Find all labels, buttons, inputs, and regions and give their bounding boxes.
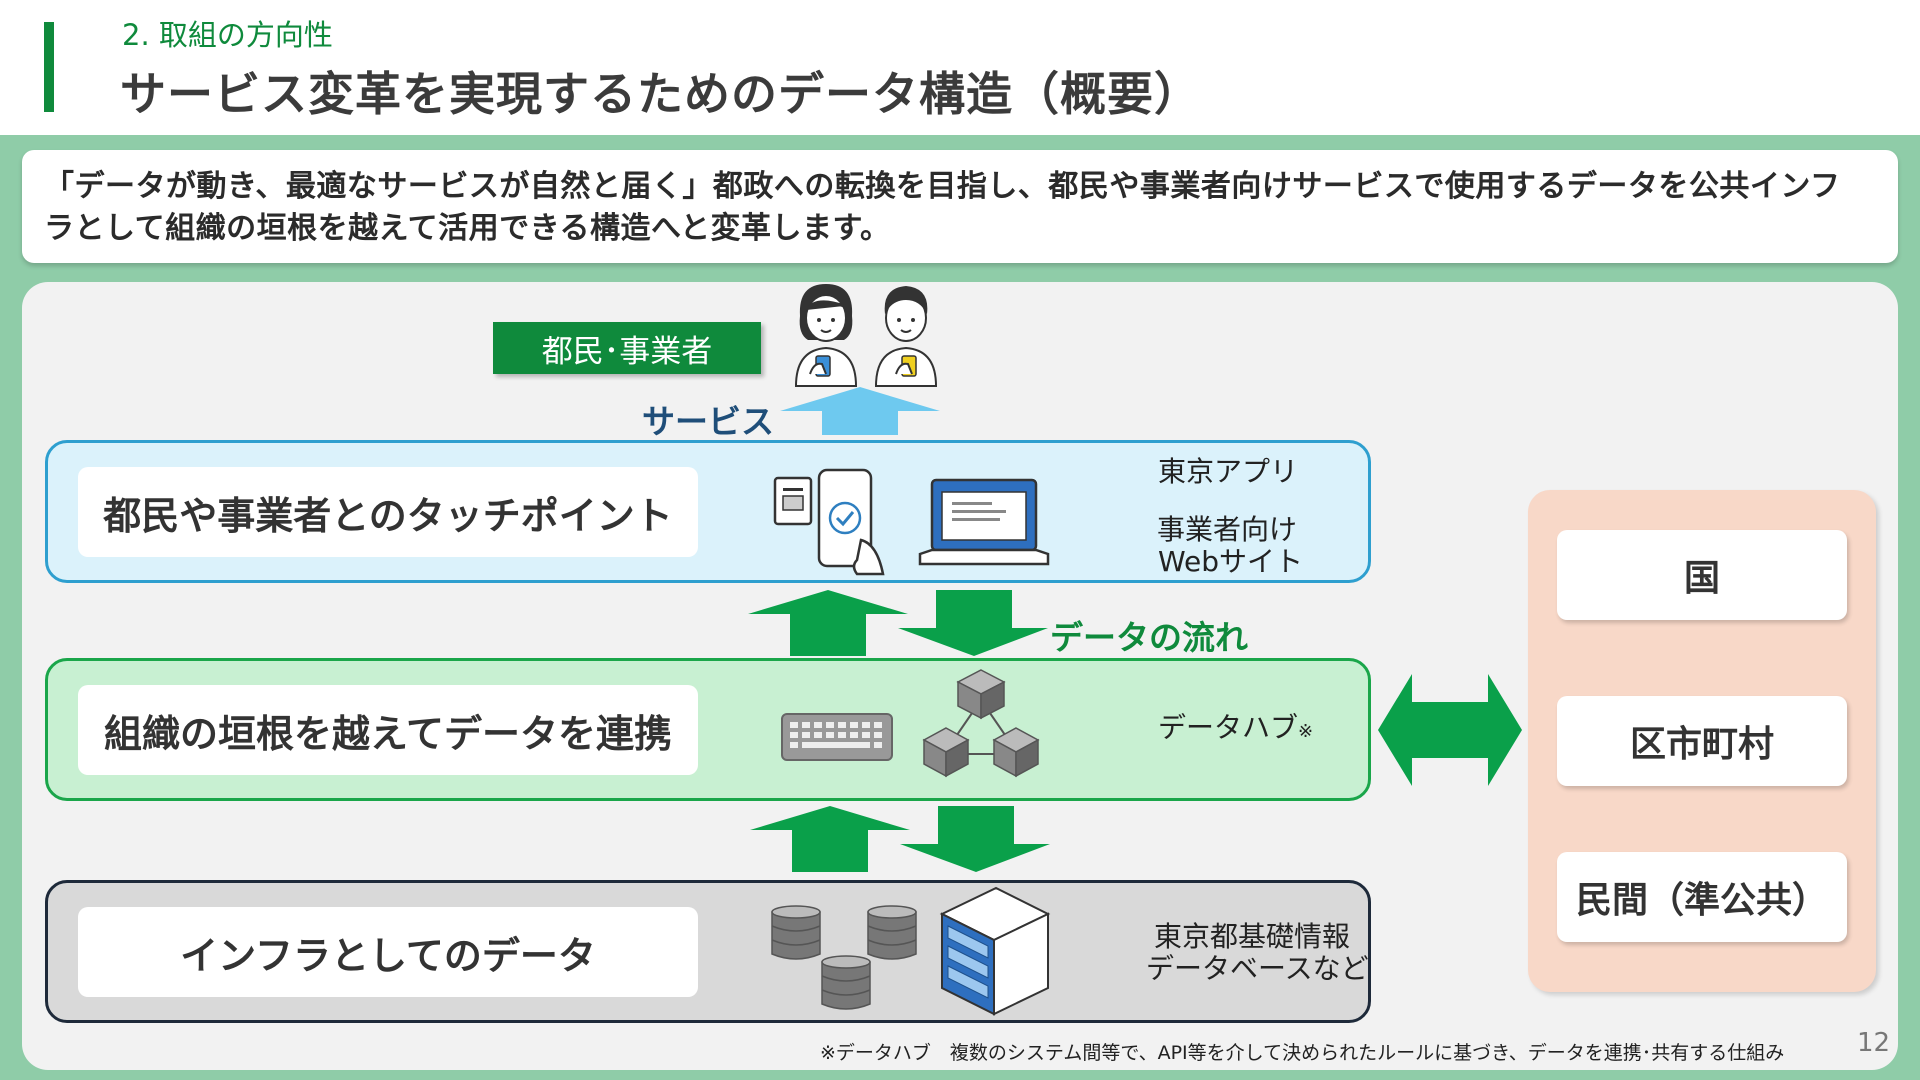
- data-hub-text-main: データハブ: [1158, 711, 1299, 744]
- keyboard-icon: [781, 713, 893, 761]
- layer-infrastructure: インフラとしてのデータ: [45, 880, 1371, 1023]
- touchpoint-text-web: Webサイト: [1158, 545, 1304, 578]
- server-icon: [939, 886, 1051, 1016]
- touchpoint-text-app: 東京アプリ: [1158, 455, 1299, 488]
- user-man-icon: [874, 286, 938, 387]
- layer-infrastructure-label: インフラとしてのデータ: [78, 907, 698, 997]
- infrastructure-text-basic-info: 東京都基礎情報: [1154, 920, 1351, 953]
- partner-municipalities: 区市町村: [1557, 696, 1847, 786]
- footnote: ※データハブ 複数のシステム間等で、API等を介して決められたルールに基づき、デ…: [820, 1042, 1785, 1064]
- data-flow-arrows-upper: [748, 590, 1048, 656]
- data-hub-cubes-icon: [922, 669, 1040, 778]
- service-arrow-up: [780, 387, 940, 435]
- infrastructure-text-database: データベースなど: [1146, 952, 1369, 985]
- partner-national: 国: [1557, 530, 1847, 620]
- data-hub-text: データハブ※: [1158, 712, 1313, 748]
- title-accent-bar: [44, 22, 54, 112]
- layer-touchpoint: 都民や事業者とのタッチポイント: [45, 440, 1371, 583]
- page-number: 12: [1857, 1028, 1891, 1058]
- user-woman-icon: [794, 284, 858, 387]
- intro-line-1: 「データが動き、最適なサービスが自然と届く」都政への転換を目指し、都民や事業者向…: [44, 169, 1841, 204]
- layer-data-hub-label: 組織の垣根を越えてデータを連携: [78, 685, 698, 775]
- data-flow-label: データの流れ: [1050, 618, 1248, 657]
- data-flow-arrows-lower: [750, 806, 1050, 872]
- touchpoint-text-business: 事業者向け: [1157, 513, 1298, 546]
- page-title: サービス変革を実現するためのデータ構造（概要）: [120, 67, 1201, 121]
- smartphone-check-icon: [773, 468, 885, 576]
- database-icon: [771, 905, 917, 1010]
- users-tag: 都民･事業者: [493, 322, 761, 374]
- partner-private-sector: 民間（準公共）: [1557, 852, 1847, 942]
- partner-link-arrow: [1378, 674, 1522, 786]
- laptop-icon: [918, 478, 1050, 566]
- partners-panel: 国 区市町村 民間（準公共）: [1528, 490, 1876, 992]
- service-label: サービス: [642, 402, 774, 441]
- section-label: 2. 取組の方向性: [122, 18, 333, 52]
- layer-data-hub: 組織の垣根を越えてデータを連携: [45, 658, 1371, 801]
- intro-box: 「データが動き、最適なサービスが自然と届く」都政への転換を目指し、都民や事業者向…: [22, 150, 1898, 263]
- data-hub-note-mark: ※: [1298, 721, 1314, 742]
- layer-touchpoint-label: 都民や事業者とのタッチポイント: [78, 467, 698, 557]
- intro-line-2: ラとして組織の垣根を越えて活用できる構造へと変革します。: [44, 211, 891, 246]
